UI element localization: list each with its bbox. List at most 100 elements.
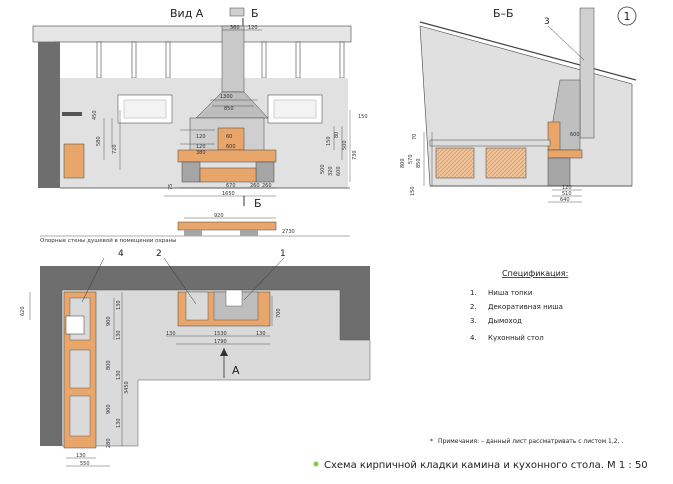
dim-inner-120a: 120 <box>196 134 206 140</box>
hatched-panel-2 <box>485 147 527 179</box>
spec-item-3: Дымоход <box>488 317 522 325</box>
dim-section-70: 70 <box>412 134 418 140</box>
plan-right-block <box>340 290 370 340</box>
dim-right-80: 80 <box>334 132 340 138</box>
spec-item-1: Ниша топки <box>488 289 532 297</box>
wall-note: Опорные стены душевой в помещении охраны <box>40 237 177 244</box>
dim-bottom-1650: 1650 <box>222 191 235 197</box>
dim-plan-920: 920 <box>214 213 224 219</box>
section-chimney <box>579 7 595 139</box>
dim-section-b120: 120 <box>562 185 572 191</box>
dim-plan-280: 280 <box>106 438 112 448</box>
dim-section-b640: 640 <box>560 197 570 203</box>
callout-3-section: 3 <box>544 17 550 27</box>
chimney-cap <box>229 7 245 17</box>
dim-hood-1: 1300 <box>220 94 233 100</box>
dim-section-150: 150 <box>410 186 416 196</box>
dim-right-150: 150 <box>358 114 368 120</box>
dim-plan-550: 550 <box>80 461 90 467</box>
dim-base-320: 320 <box>328 166 334 176</box>
chimney-pipe <box>221 25 245 93</box>
ceiling-band <box>32 25 352 43</box>
dim-inner-120b: 120 <box>196 144 206 150</box>
plan-left-wall <box>40 290 62 446</box>
dim-section-570: 570 <box>408 154 414 164</box>
section-mark-top: Б <box>251 7 259 20</box>
sheet-number-circle <box>617 6 637 26</box>
dim-left-2: 580 <box>96 136 102 146</box>
dim-plan-900a: 900 <box>106 316 112 326</box>
dim-plan-800: 800 <box>106 360 112 370</box>
specification: Спецификация: 1. Ниша топки 2. Декоратив… <box>470 269 568 342</box>
dim-fire-700: 700 <box>276 308 282 318</box>
dim-plan-900b: 900 <box>106 404 112 414</box>
dim-plan-2730: 2730 <box>282 229 295 235</box>
spec-title: Спецификация: <box>502 269 568 278</box>
section-mark-bottom: Б <box>254 197 262 210</box>
dim-chimney-1: 360 <box>230 25 240 31</box>
plan-strip <box>177 221 277 231</box>
plan-view: 4 2 1 А 620 130 900 130 800 130 3450 900… <box>20 249 371 467</box>
sheet-number: 1 <box>624 10 631 23</box>
dim-bottom-260b: 260 <box>262 183 272 189</box>
view-a: Вид А Б <box>32 7 368 244</box>
spec-num-2: 2. <box>470 303 477 311</box>
dim-base-500: 500 <box>320 164 326 174</box>
fireplace-base <box>177 149 277 163</box>
dim-section-600: 600 <box>570 132 580 138</box>
fireplace-hood <box>195 91 269 119</box>
callout-2: 2 <box>156 249 162 259</box>
callout-4: 4 <box>118 249 124 259</box>
dim-bottom-260: 260 <box>250 183 260 189</box>
spec-num-1: 1. <box>470 289 477 297</box>
dim-hood-2: 850 <box>224 106 234 112</box>
dim-chimney-2: 120 <box>248 25 258 31</box>
dim-left-1: 450 <box>92 110 98 120</box>
section-b-b: Б–Б 3 600 70 800 570 850 150 <box>400 7 637 203</box>
spec-item-4: Кухонный стол <box>488 334 544 342</box>
dim-fire-130: 130 <box>166 331 176 337</box>
dim-plan-130c: 130 <box>116 370 122 380</box>
left-wall-column <box>38 42 60 188</box>
note-asterisk: * <box>430 438 433 445</box>
dim-base-600: 600 <box>336 166 342 176</box>
dim-plan-130e: 130 <box>76 453 86 459</box>
dim-plan-620: 620 <box>20 306 26 316</box>
note: Примечания: – данный лист рассматривать … <box>438 438 623 445</box>
dim-inner-380: 380 <box>196 150 206 156</box>
dim-fire-1530: 1530 <box>214 331 227 337</box>
dim-bottom-75: 75 <box>168 184 174 190</box>
dim-right-730: 730 <box>352 150 358 160</box>
callout-1: 1 <box>280 249 286 259</box>
dim-fire-1790: 1790 <box>214 339 227 345</box>
view-a-title: Вид А <box>170 7 204 20</box>
dim-section-850: 850 <box>416 158 422 168</box>
dim-plan-130d: 130 <box>116 418 122 428</box>
dim-section-b510: 510 <box>562 191 572 197</box>
balustrade <box>54 41 345 79</box>
view-arrow-label: А <box>232 364 240 377</box>
spec-item-2: Декоративная ниша <box>488 303 563 311</box>
hatched-panel-1 <box>435 147 475 179</box>
dim-fire-130b: 130 <box>256 331 266 337</box>
dim-section-800: 800 <box>400 158 406 168</box>
dim-plan-3450: 3450 <box>124 381 130 394</box>
caption-dot <box>313 461 319 467</box>
plan-top-wall <box>40 266 370 290</box>
dim-inner-600: 600 <box>226 144 236 150</box>
dim-plan-130a: 130 <box>116 300 122 310</box>
dim-bottom-670: 670 <box>226 183 236 189</box>
dim-right-500: 500 <box>342 140 348 150</box>
caption: Схема кирпичной кладки камина и кухонног… <box>324 460 648 471</box>
sink <box>65 315 85 335</box>
section-title: Б–Б <box>493 7 514 20</box>
spec-num-3: 3. <box>470 317 477 325</box>
dim-inner-60: 60 <box>226 134 232 140</box>
dim-plan-130b: 130 <box>116 330 122 340</box>
spec-num-4: 4. <box>470 334 477 342</box>
dim-left-3: 720 <box>112 144 118 154</box>
dim-right-150b: 150 <box>326 136 332 146</box>
kitchen-table-elevation <box>63 143 85 179</box>
